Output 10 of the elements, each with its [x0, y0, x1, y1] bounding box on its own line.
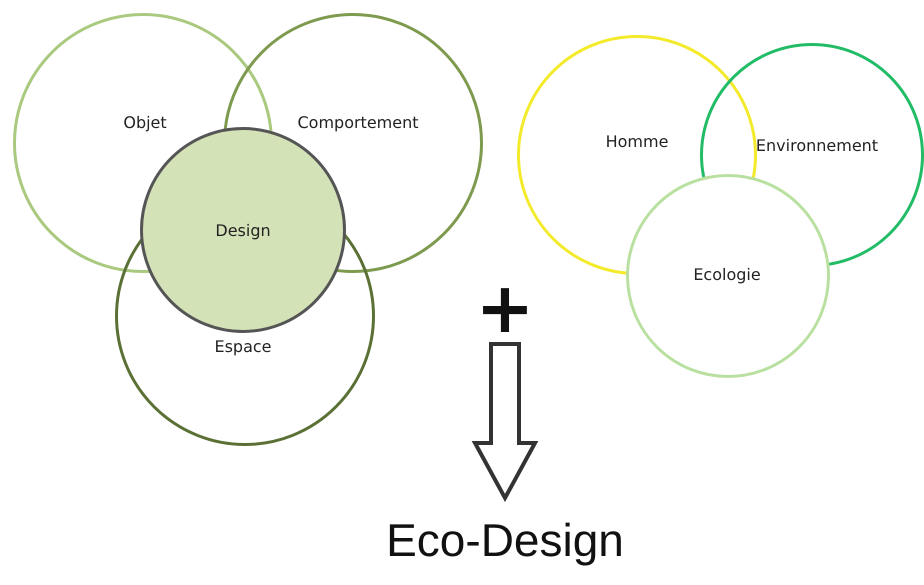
circle-label: Homme — [606, 133, 668, 151]
circle-label: Ecologie — [693, 266, 761, 284]
circle-label: Design — [215, 222, 271, 240]
circle-label: Espace — [214, 338, 272, 356]
circle-label: Environnement — [756, 137, 878, 155]
plus-sign: + — [476, 273, 534, 343]
circle-label: Comportement — [297, 114, 419, 132]
result-text: Eco-Design — [386, 517, 624, 563]
hollow-arrow — [472, 342, 538, 502]
circle-label: Objet — [123, 114, 167, 132]
